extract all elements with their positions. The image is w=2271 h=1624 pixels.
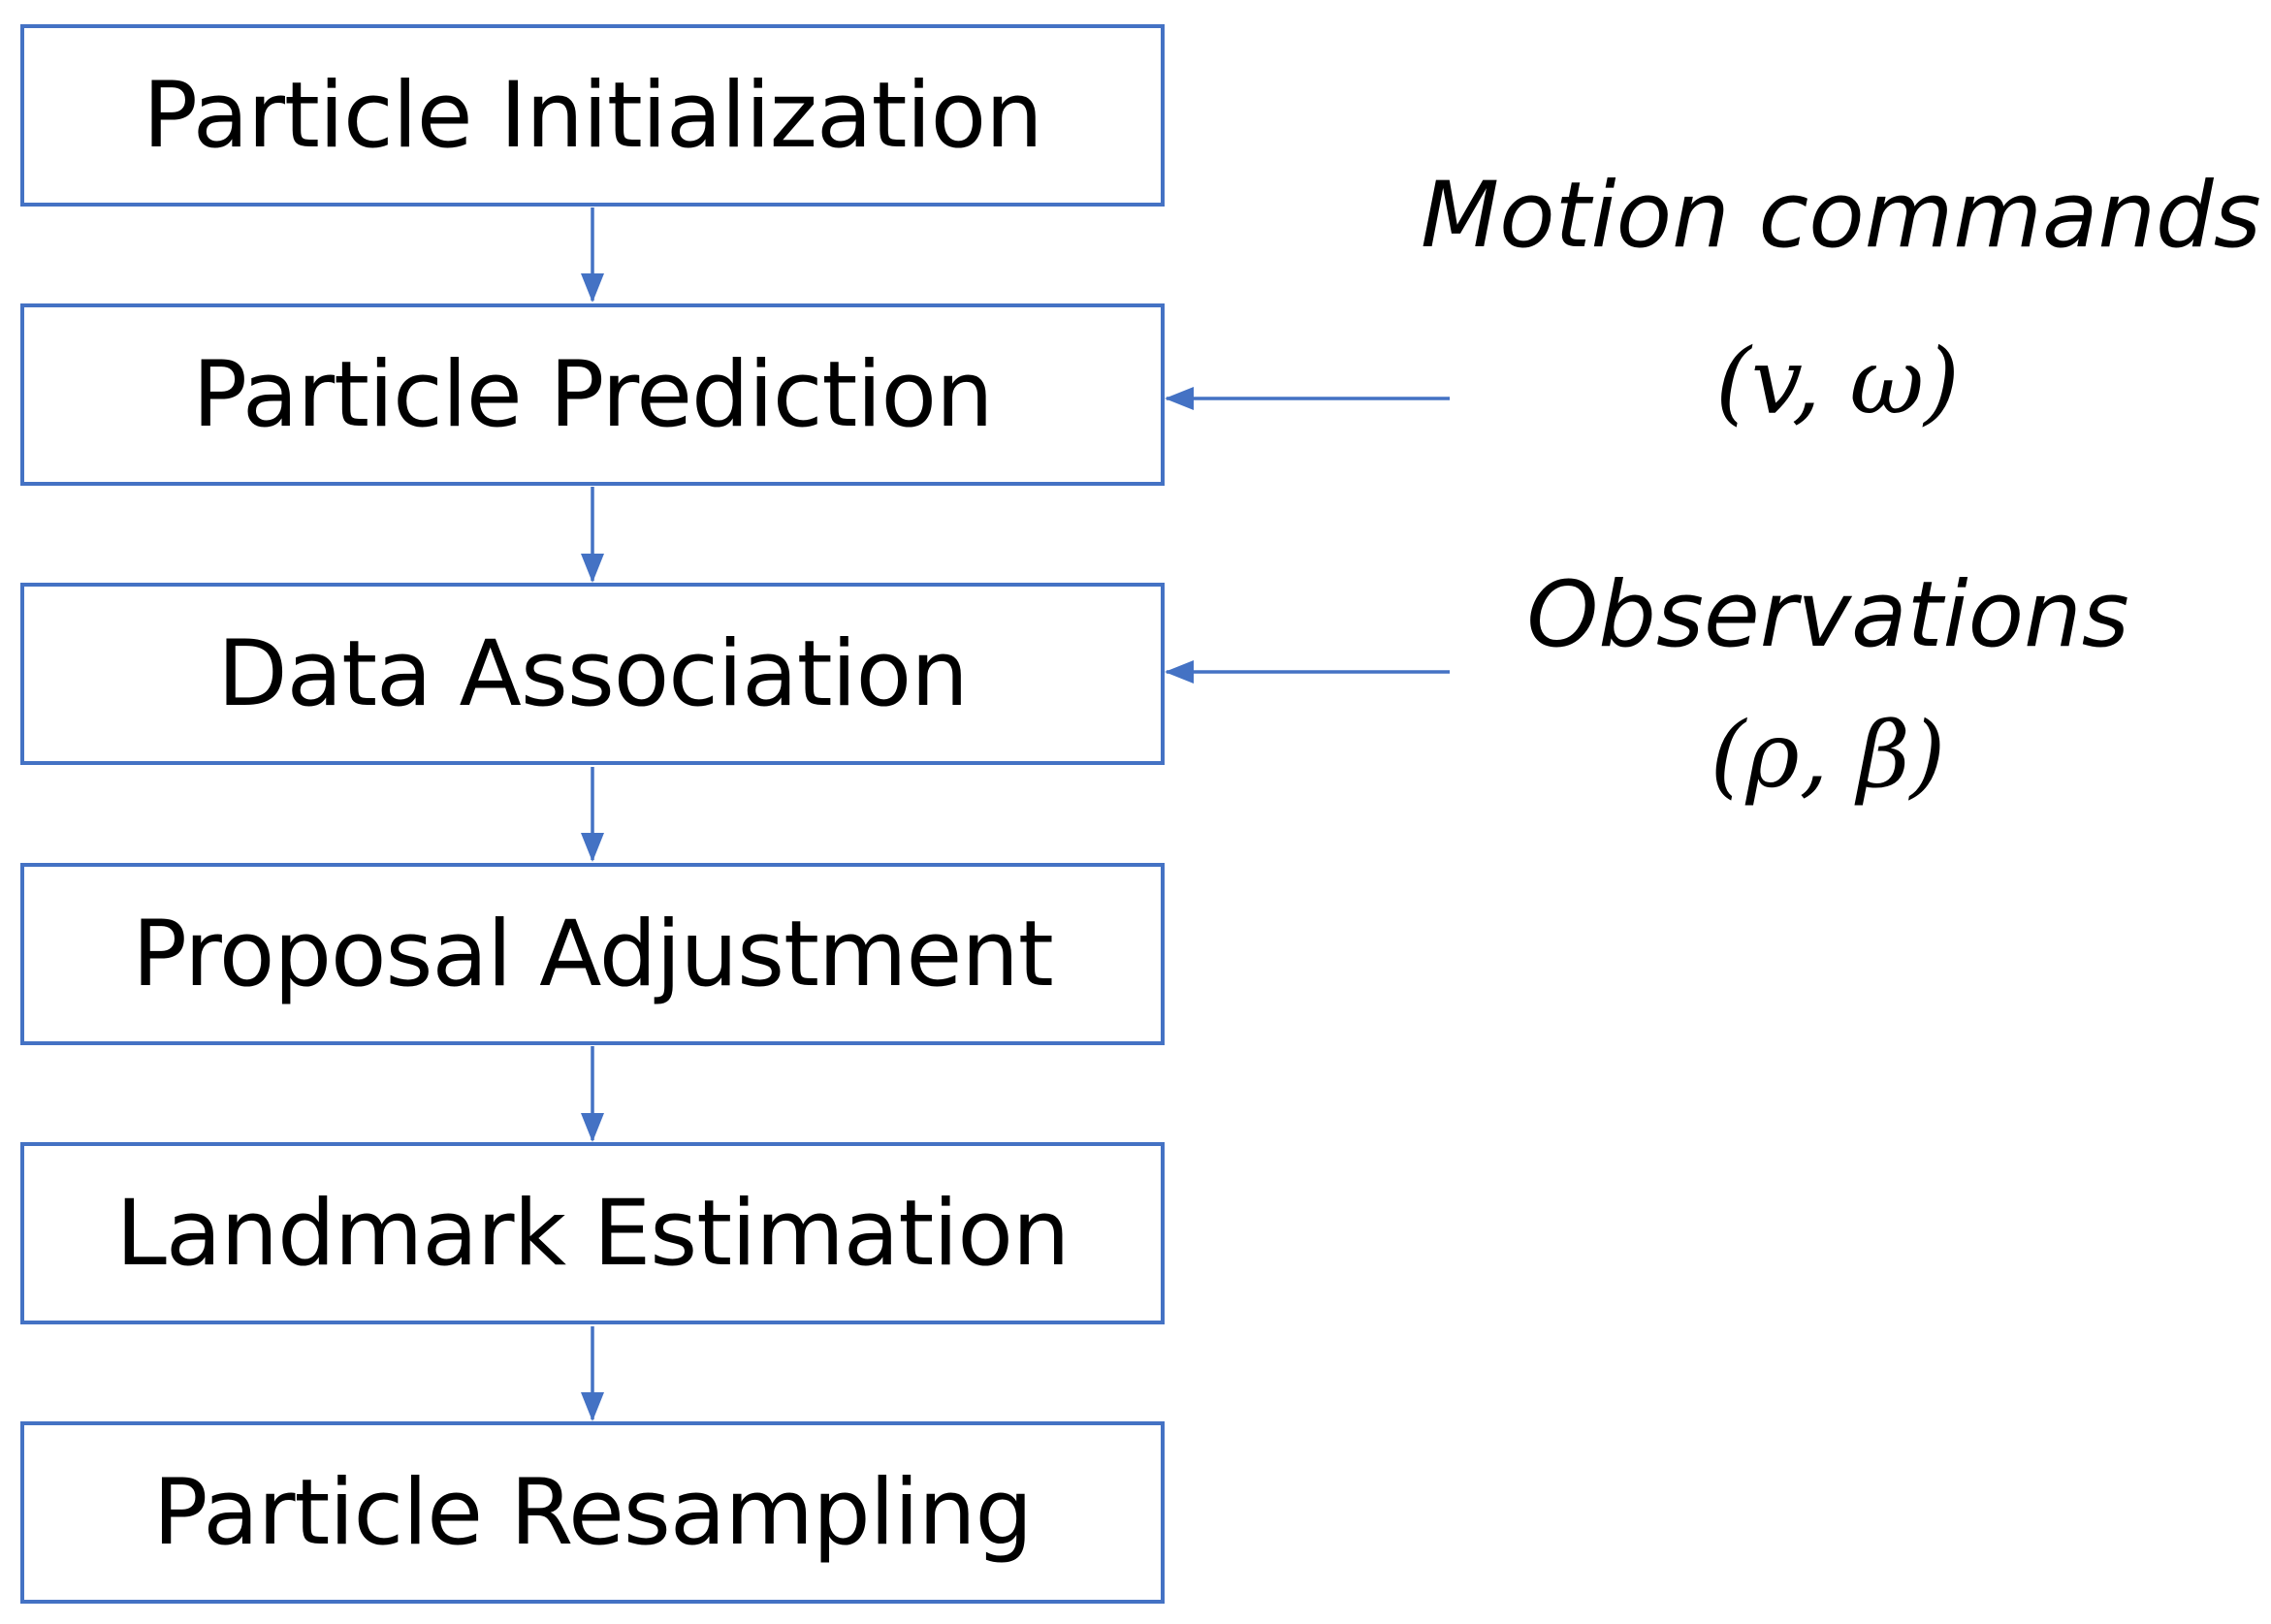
step-particle-prediction: Particle Prediction <box>20 303 1165 486</box>
step-data-association: Data Association <box>20 583 1165 765</box>
motion-commands-label: Motion commands <box>1421 163 2261 269</box>
step-label: Landmark Estimation <box>115 1180 1071 1287</box>
step-landmark-estimation: Landmark Estimation <box>20 1142 1165 1324</box>
step-label: Proposal Adjustment <box>132 901 1054 1007</box>
step-particle-resampling: Particle Resampling <box>20 1421 1165 1604</box>
step-label: Particle Resampling <box>152 1459 1033 1566</box>
step-label: Data Association <box>217 621 969 727</box>
step-label: Particle Initialization <box>143 62 1042 169</box>
step-label: Particle Prediction <box>192 341 993 448</box>
observations-symbol: (ρ, β) <box>1710 703 1946 809</box>
step-proposal-adjustment: Proposal Adjustment <box>20 863 1165 1045</box>
motion-commands-symbol: (v, ω) <box>1715 330 1960 435</box>
observations-label: Observations <box>1526 562 2129 668</box>
step-particle-initialization: Particle Initialization <box>20 24 1165 207</box>
